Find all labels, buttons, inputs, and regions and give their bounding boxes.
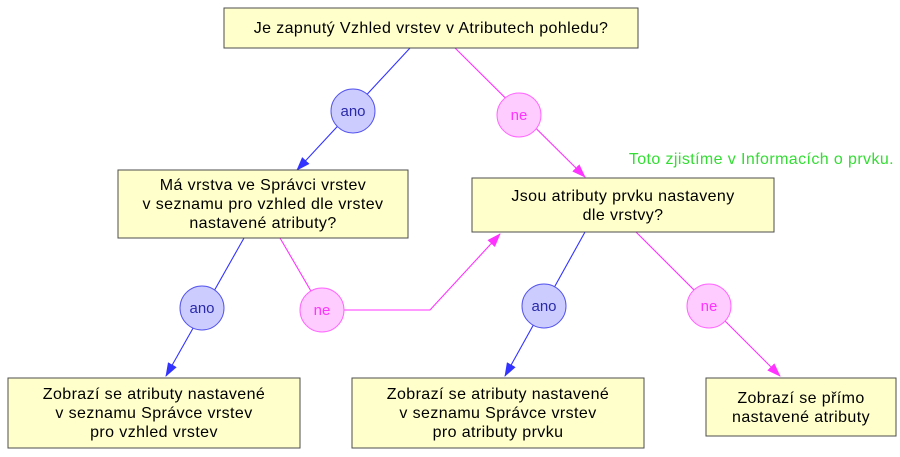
branch-circle-q3-ne-shape [686,283,732,329]
result-box-element-attributes-line-1: Zobrazí se atributy nastavené [387,386,609,403]
question-box-layer-manager-line-2: v seznamu pro vzhled dle vrstev [143,196,384,213]
result-box-element-attributes: Zobrazí se atributy nastavené v seznamu … [351,377,645,449]
branch-circle-q1-ne: ne [496,92,542,138]
branch-label-q2-ano: ano [189,300,214,317]
question-box-element-attributes: Jsou atributy prvku nastaveny dle vrstvy… [471,177,775,233]
result-box-direct-attributes-frame [705,377,897,437]
result-box-layer-appearance-line-1: Zobrazí se atributy nastavené [43,386,265,403]
question-box-view-attributes-text: Je zapnutý Vzhled vrstev v Atributech po… [254,20,609,37]
question-box-element-attributes-frame [471,177,775,233]
branch-label-q2-ne: ne [314,302,331,319]
question-box-layer-manager-line-1: Má vrstva ve Správci vrstev [160,177,366,194]
result-box-layer-appearance-line-2: v seznamu Správce vrstev [55,405,252,422]
result-box-element-attributes-line-2: v seznamu Správce vrstev [399,405,596,422]
branch-circle-q1-ano-shape [330,88,376,134]
question-box-layer-manager-line-3: nastavené atributy? [189,215,336,232]
branch-circle-q1-ne-shape [496,92,542,138]
branch-label-q1-ano: ano [340,103,365,120]
branch-circle-q3-ano: ano [521,283,567,329]
branch-circle-q2-ne: ne [299,287,345,333]
result-box-layer-appearance: Zobrazí se atributy nastavené v seznamu … [7,377,301,449]
result-box-layer-appearance-frame [7,377,301,449]
branch-circle-q1-ano: ano [330,88,376,134]
result-box-direct-attributes-line-1: Zobrazí se přímo [737,390,864,407]
question-box-layer-manager: Má vrstva ve Správci vrstev v seznamu pr… [117,169,409,239]
branch-circle-q2-ano: ano [179,285,225,331]
result-box-direct-attributes: Zobrazí se přímo nastavené atributy [705,377,897,437]
question-box-view-attributes: Je zapnutý Vzhled vrstev v Atributech po… [223,7,639,49]
question-box-element-attributes-line-2: dle vrstvy? [583,207,664,224]
result-box-element-attributes-line-3: pro atributy prvku [433,424,564,441]
branch-circle-q2-ano-shape [179,285,225,331]
branch-label-q3-ne: ne [701,298,718,315]
result-box-layer-appearance-line-3: pro vzhled vrstev [90,424,218,441]
edge-q2-ne-arrow [279,233,501,311]
branch-circle-q3-ne: ne [686,283,732,329]
result-box-element-attributes-frame [351,377,645,449]
result-box-direct-attributes-line-2: nastavené atributy [732,409,870,426]
question-box-layer-manager-frame [117,169,409,239]
question-box-element-attributes-line-1: Jsou atributy prvku nastaveny [511,188,734,205]
branch-circle-q3-ano-shape [521,283,567,329]
info-note: Toto zjistíme v Informacích o prvku. [629,151,894,168]
question-box-view-attributes-frame [223,7,639,49]
branch-label-q3-ano: ano [531,298,556,315]
branch-label-q1-ne: ne [511,107,528,124]
branch-circle-q2-ne-shape [299,287,345,333]
